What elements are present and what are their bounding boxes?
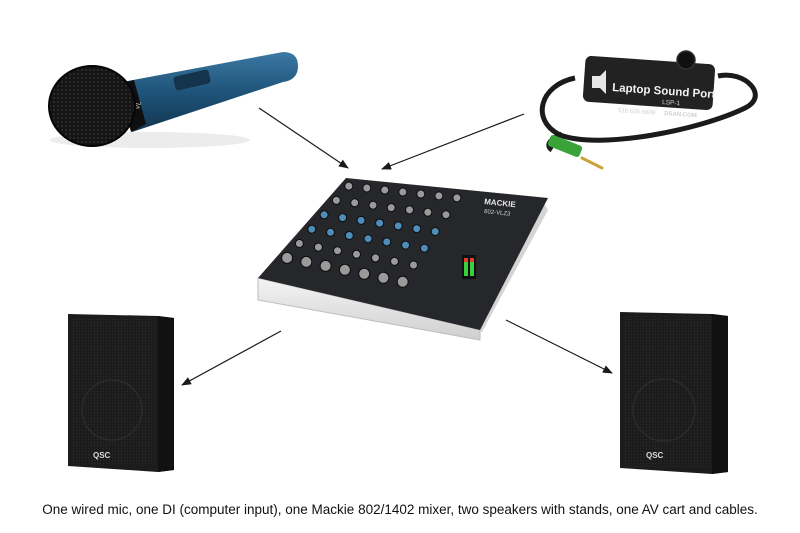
- mixer-knob: [423, 207, 433, 217]
- di-cable: [539, 72, 758, 143]
- di-volume-knob: [676, 50, 696, 70]
- arrow-mixer-to-right-speaker: [505, 319, 613, 374]
- mixer-knob: [338, 213, 348, 223]
- mixer-knob: [380, 185, 390, 195]
- right-speaker-grille: [624, 316, 710, 468]
- mic-label: VL: [134, 100, 143, 110]
- mixer-brand: MACKIE: [484, 197, 517, 209]
- mixer-knob: [371, 253, 380, 263]
- di-body: [582, 55, 716, 111]
- left-speaker-logo: QSC: [93, 451, 111, 460]
- mixer-knob: [386, 203, 396, 213]
- mixer-knob: [338, 263, 351, 276]
- mixer-knob: [409, 260, 418, 270]
- mixer-knob: [441, 210, 451, 220]
- mixer-knob: [377, 271, 390, 284]
- mixer-knob: [333, 246, 342, 256]
- mixer-knob: [375, 218, 385, 228]
- microphone: VL: [48, 52, 298, 148]
- mixer-knob: [313, 242, 323, 252]
- mixer-knob: [350, 198, 360, 208]
- mixer-knob: [390, 256, 399, 266]
- mixer-knob: [382, 237, 392, 247]
- arrow-mic-to-mixer: [258, 107, 349, 169]
- mixer-knob: [363, 234, 373, 244]
- mic-grille: [48, 65, 136, 147]
- mixer-knob: [352, 249, 361, 259]
- mixer-knob: [281, 251, 294, 264]
- mic-handle: [122, 52, 298, 132]
- mixer-knob: [344, 231, 354, 240]
- mixer: MACKIE 802-VLZ3: [257, 178, 548, 341]
- mixer-knob: [326, 227, 335, 237]
- mixer-knob: [393, 221, 403, 231]
- mixer-knob: [405, 205, 414, 215]
- mixer-knob: [358, 267, 371, 280]
- mixer-knob: [362, 183, 372, 193]
- di-website: DSAN.COM: [664, 111, 697, 119]
- left-speaker-woofer: [81, 379, 143, 441]
- di-model: LSP-1: [662, 99, 681, 107]
- mixer-knob: [294, 239, 304, 248]
- mixer-knob: [300, 255, 313, 268]
- mixer-knob: [416, 189, 426, 199]
- di-speaker-logo-icon: [592, 70, 606, 94]
- arrow-di-to-mixer: [381, 113, 525, 170]
- mixer-knob: [396, 275, 409, 288]
- mixer-panel: [258, 178, 548, 330]
- mixer-knobs: [281, 181, 462, 288]
- di-phone: 516 625-5608: [618, 108, 656, 117]
- mixer-knob: [419, 243, 429, 253]
- mixer-knob: [368, 200, 378, 210]
- mixer-model: 802-VLZ3: [484, 209, 511, 218]
- mixer-knob: [401, 240, 411, 250]
- mixer-knob: [307, 224, 317, 234]
- mixer-knob: [319, 259, 332, 272]
- right-speaker: QSC: [620, 312, 728, 474]
- mixer-knob: [344, 181, 354, 191]
- di-box: Laptop Sound Port LSP-1 516 625-5608 DSA…: [539, 50, 758, 170]
- mixer-knob: [398, 187, 408, 197]
- mixer-knob: [452, 193, 462, 203]
- mixer-knob: [412, 224, 422, 234]
- mixer-knob: [430, 227, 440, 236]
- mixer-knob: [331, 195, 341, 205]
- left-speaker: QSC: [68, 314, 174, 472]
- mic-switch: [173, 69, 211, 91]
- mixer-knob: [434, 191, 444, 201]
- mixer-knob: [319, 210, 329, 220]
- mixer-meter: [462, 255, 476, 279]
- right-speaker-woofer: [632, 378, 696, 442]
- di-plug: [547, 134, 604, 170]
- left-speaker-grille: [72, 318, 156, 466]
- mixer-knob: [356, 215, 366, 225]
- arrow-mixer-to-left-speaker: [181, 330, 282, 386]
- caption: One wired mic, one DI (computer input), …: [42, 502, 758, 517]
- right-speaker-logo: QSC: [646, 451, 664, 460]
